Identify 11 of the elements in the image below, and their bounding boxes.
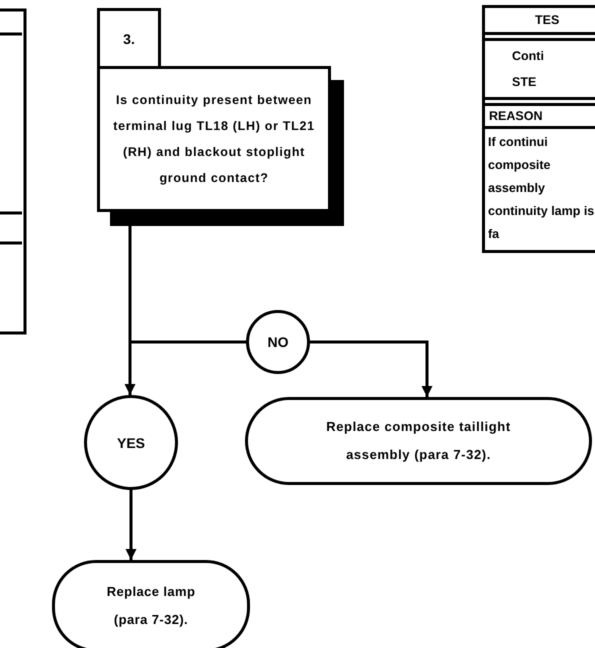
table-cell-text: If continui composite assembly continuity lamp is fa xyxy=(487,134,595,243)
table-header: TES xyxy=(485,8,595,35)
step-number-box: 3. xyxy=(97,8,161,69)
terminal-box: Replace lamp (para 7-32). xyxy=(52,560,250,648)
decision-circle: YES xyxy=(84,395,178,490)
arrow xyxy=(126,490,136,560)
terminal-box: Replace composite taillight assembly (para 7-32). xyxy=(245,397,592,485)
table-header: REASON xyxy=(485,103,595,129)
table-cell-text: Conti STE xyxy=(485,38,595,100)
arrow xyxy=(310,340,432,397)
decision-circle: NO xyxy=(246,310,310,374)
